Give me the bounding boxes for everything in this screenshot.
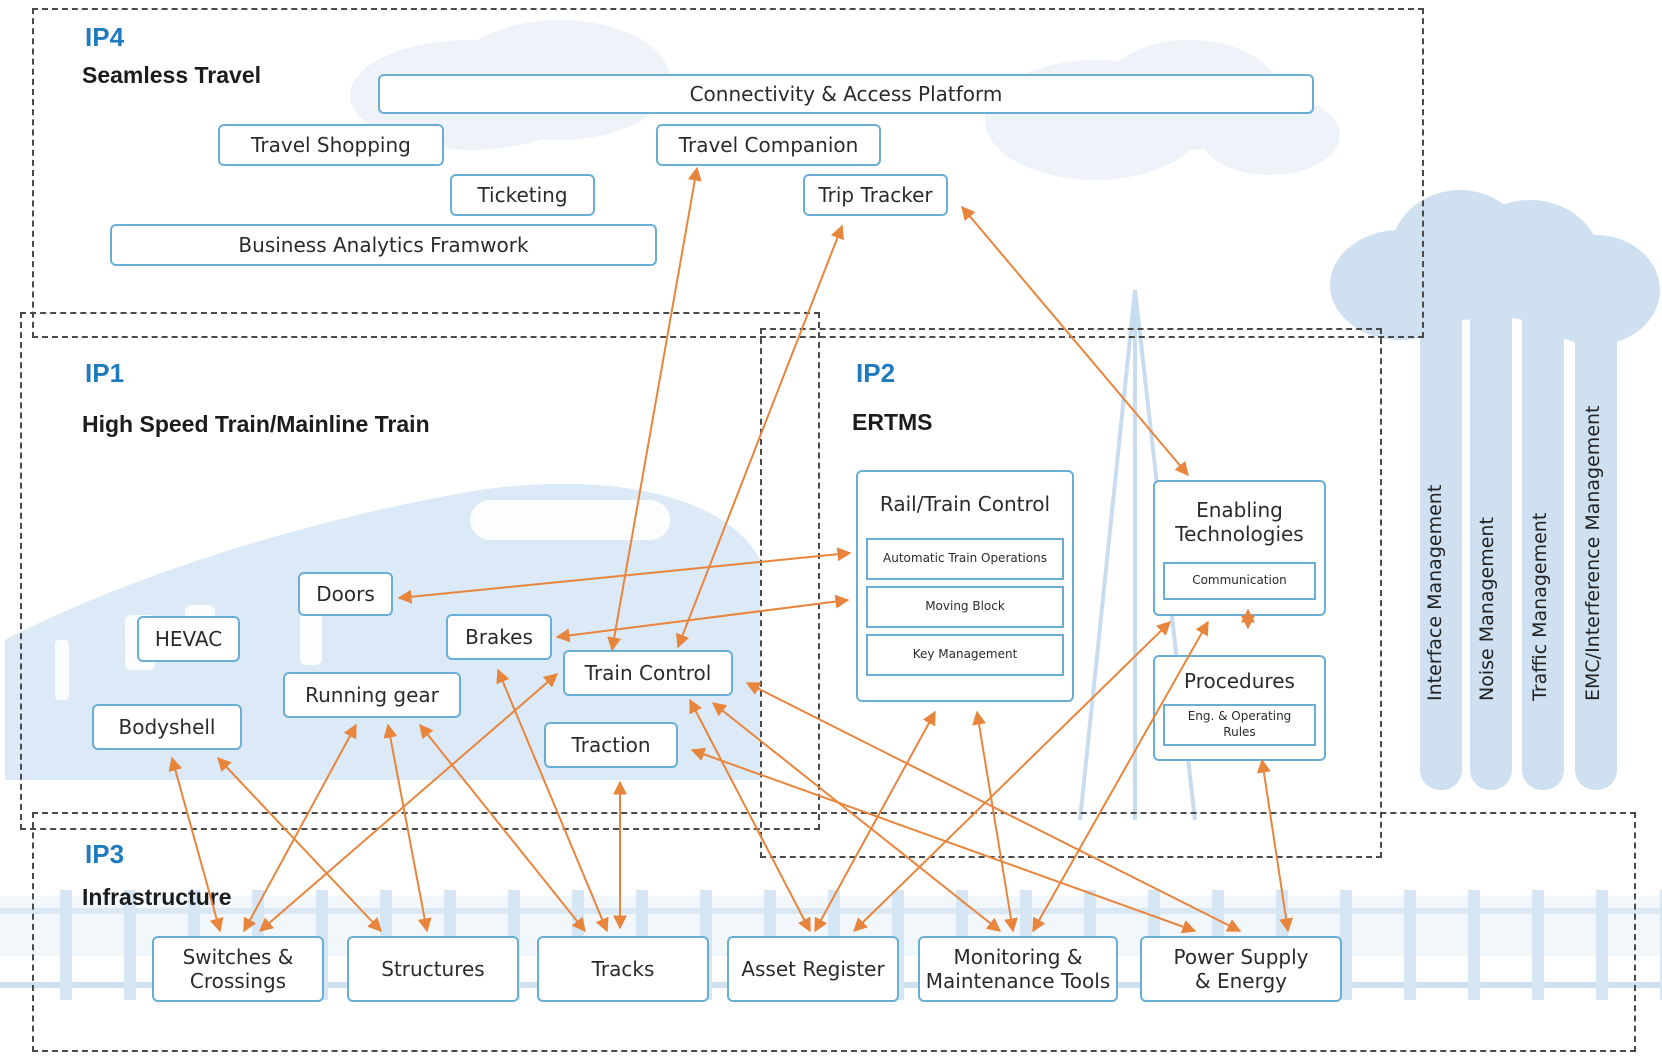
tracks-box[interactable]: Tracks	[537, 936, 709, 1002]
structures-box[interactable]: Structures	[347, 936, 519, 1002]
ip4-region	[32, 8, 1424, 338]
traction-box[interactable]: Traction	[544, 722, 678, 768]
interface-management-label: Interface Management	[1424, 484, 1446, 701]
ip3-label: IP3	[85, 839, 125, 869]
trip-tracker-box[interactable]: Trip Tracker	[803, 174, 948, 216]
communication-box[interactable]: Communication	[1163, 562, 1316, 600]
ip1-title: High Speed Train/Mainline Train	[82, 411, 430, 437]
ip4-label: IP4	[85, 22, 125, 52]
tree-illustration	[1330, 190, 1660, 790]
ip2-title: ERTMS	[852, 409, 933, 435]
emc-interference-management-label: EMC/Interference Management	[1582, 405, 1604, 701]
brakes-box[interactable]: Brakes	[446, 614, 552, 660]
switches-crossings-box[interactable]: Switches & Crossings	[152, 936, 324, 1002]
ip2-label: IP2	[856, 358, 896, 388]
connectivity-access-platform-box[interactable]: Connectivity & Access Platform	[378, 74, 1314, 114]
running-gear-box[interactable]: Running gear	[283, 672, 461, 718]
travel-shopping-box[interactable]: Travel Shopping	[218, 124, 444, 166]
travel-companion-box[interactable]: Travel Companion	[656, 124, 881, 166]
eng-operating-rules-box[interactable]: Eng. & Operating Rules	[1163, 704, 1316, 746]
train-control-box[interactable]: Train Control	[563, 650, 733, 696]
noise-management-label: Noise Management	[1476, 517, 1498, 701]
moving-block-box[interactable]: Moving Block	[866, 586, 1064, 628]
business-analytics-framework-box[interactable]: Business Analytics Framwork	[110, 224, 657, 266]
monitoring-maintenance-tools-box[interactable]: Monitoring & Maintenance Tools	[918, 936, 1118, 1002]
ip3-title: Infrastructure	[82, 884, 232, 910]
ip3-region	[32, 812, 1636, 1052]
traffic-management-label: Traffic Management	[1529, 512, 1551, 701]
ticketing-box[interactable]: Ticketing	[450, 174, 595, 216]
asset-register-box[interactable]: Asset Register	[727, 936, 899, 1002]
ip1-label: IP1	[85, 358, 125, 388]
automatic-train-operations-box[interactable]: Automatic Train Operations	[866, 538, 1064, 580]
bodyshell-box[interactable]: Bodyshell	[92, 704, 242, 750]
power-supply-energy-box[interactable]: Power Supply & Energy	[1140, 936, 1342, 1002]
ip1-region	[20, 312, 820, 830]
hevac-box[interactable]: HEVAC	[137, 616, 240, 662]
ip4-title: Seamless Travel	[82, 62, 262, 88]
key-management-box[interactable]: Key Management	[866, 634, 1064, 676]
doors-box[interactable]: Doors	[298, 572, 393, 616]
